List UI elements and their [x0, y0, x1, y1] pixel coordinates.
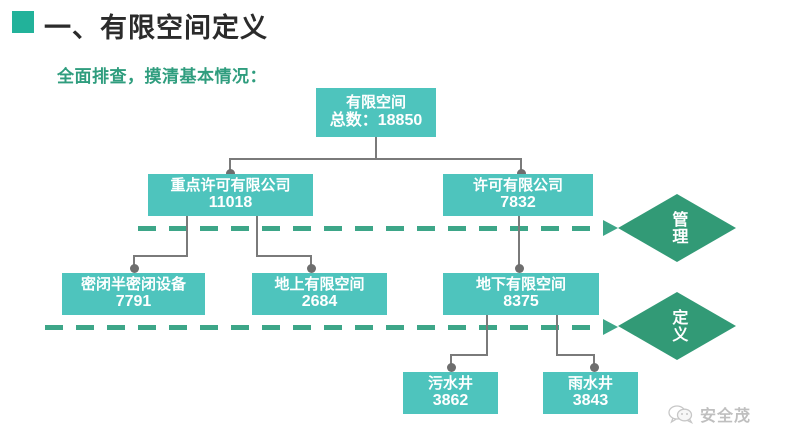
node-underground[interactable]: 地下有限空间 8375	[443, 273, 599, 315]
node-value: 2684	[301, 293, 338, 311]
edge-licensed-to-underground	[518, 216, 520, 267]
edge-endpoint-dot	[307, 264, 316, 273]
band-label-management[interactable]: 管理	[618, 194, 736, 262]
definition-band-rail	[45, 319, 618, 335]
edge-to-sewage-well	[450, 354, 452, 366]
rail-arrowhead-icon	[603, 319, 618, 335]
node-key-licensed[interactable]: 重点许可有限公司 11018	[148, 174, 313, 216]
node-value: 总数：18850	[329, 111, 423, 129]
edge-to-licensed	[520, 158, 522, 172]
node-storm-well[interactable]: 雨水井 3843	[543, 372, 638, 414]
node-label: 密闭半密闭设备	[80, 275, 186, 293]
node-value: 8375	[503, 293, 539, 311]
rail-dashes	[138, 226, 604, 231]
node-value: 7791	[115, 293, 152, 311]
band-label-text: 定义	[669, 309, 687, 343]
edge-to-key-licensed	[229, 158, 231, 172]
edge-to-storm-well	[593, 354, 595, 366]
page-title: 一、有限空间定义	[44, 13, 268, 43]
node-label: 雨水井	[567, 374, 613, 392]
watermark: 安全茂	[668, 402, 751, 426]
edge-key-licensed-stem-2	[256, 216, 258, 256]
edge-underground-stem-left	[486, 315, 488, 355]
rail-dashes	[45, 325, 604, 330]
node-root[interactable]: 有限空间 总数：18850	[316, 88, 436, 137]
watermark-text: 安全茂	[700, 408, 752, 425]
node-label: 有限空间	[345, 94, 406, 112]
node-label: 许可有限公司	[472, 176, 563, 194]
node-licensed[interactable]: 许可有限公司 7832	[443, 174, 593, 216]
edge-root-bus	[230, 158, 522, 160]
band-label-text: 管理	[669, 211, 687, 245]
node-value: 7832	[500, 194, 536, 212]
edge-to-aboveground	[310, 255, 312, 267]
edge-endpoint-dot	[447, 363, 456, 372]
section-marker-square	[12, 11, 34, 33]
edge-root-stem	[375, 137, 377, 160]
edge-endpoint-dot	[130, 264, 139, 273]
edge-underground-bus-right	[556, 354, 595, 356]
node-aboveground[interactable]: 地上有限空间 2684	[252, 273, 387, 315]
node-value: 3843	[572, 392, 609, 410]
edge-underground-stem-right	[556, 315, 558, 355]
edge-key-licensed-stem	[186, 216, 188, 256]
edge-endpoint-dot	[517, 169, 526, 178]
node-value: 3862	[432, 392, 469, 410]
edge-key-licensed-bus-right	[256, 255, 312, 257]
node-sealed-equipment[interactable]: 密闭半密闭设备 7791	[62, 273, 205, 315]
rail-arrowhead-icon	[603, 220, 618, 236]
edge-endpoint-dot	[226, 169, 235, 178]
node-label: 重点许可有限公司	[170, 176, 291, 194]
node-value: 11018	[208, 194, 253, 212]
node-label: 地上有限空间	[274, 275, 365, 293]
edge-endpoint-dot	[515, 264, 524, 273]
node-label: 地下有限空间	[475, 275, 566, 293]
node-sewage-well[interactable]: 污水井 3862	[403, 372, 498, 414]
edge-underground-bus-left	[450, 354, 488, 356]
edge-key-licensed-bus-left	[133, 255, 188, 257]
edge-to-sealed	[133, 255, 135, 267]
wechat-bubbles-icon	[668, 404, 694, 424]
band-label-definition[interactable]: 定义	[618, 292, 736, 360]
management-band-rail	[138, 220, 618, 236]
edge-endpoint-dot	[590, 363, 599, 372]
page-subtitle: 全面排查，摸清基本情况：	[57, 67, 267, 86]
node-label: 污水井	[427, 374, 473, 392]
